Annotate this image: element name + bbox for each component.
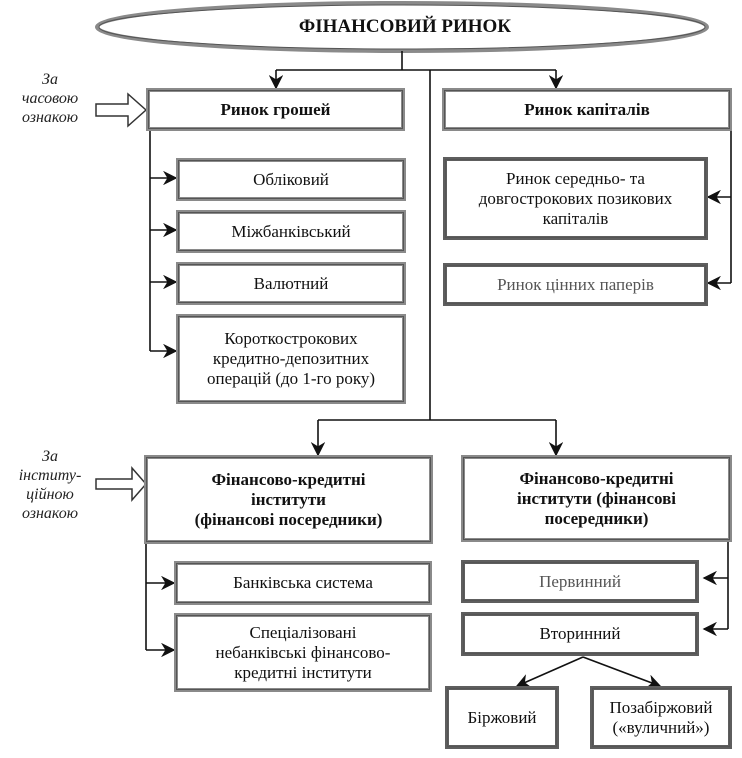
capital-child-securities: Ринок цінних паперів	[443, 263, 708, 306]
inst-left-child-nonbank: Спеціалізовані небанківські фінансово- к…	[174, 613, 432, 692]
money-child-currency: Валютний	[176, 262, 406, 305]
capital-child-loan-capital: Ринок середньо- та довгострокових позико…	[443, 157, 708, 240]
primary-market-box: Первинний	[461, 560, 699, 603]
root-title: ФІНАНСОВИЙ РИНОК	[298, 16, 512, 37]
time-criterion-arrow	[95, 92, 148, 128]
institutions-right-box: Фінансово-кредитні інститути (фінансові …	[461, 455, 732, 542]
money-child-short-term-credit: Короткострокових кредитно-депозитних опе…	[176, 314, 406, 404]
inst-left-child-banking: Банківська система	[174, 561, 432, 605]
side-label-by-institution: За інститу- ційною ознакою	[18, 448, 82, 522]
institution-criterion-arrow	[95, 466, 147, 502]
arrow-to-exchange	[515, 656, 584, 688]
money-child-interbank: Міжбанківський	[176, 210, 406, 253]
arrow-to-otc	[582, 656, 662, 689]
exchange-market-box: Біржовий	[445, 686, 559, 749]
otc-market-box: Позабіржовий («вуличний»)	[590, 686, 732, 749]
secondary-market-box: Вторинний	[461, 612, 699, 656]
side-label-by-time: За часовою ознакою	[21, 71, 79, 126]
money-market-box: Ринок грошей	[146, 88, 405, 131]
money-child-discount: Обліковий	[176, 158, 406, 201]
institutions-left-box: Фінансово-кредитні інститути (фінансові …	[144, 455, 433, 544]
capital-market-box: Ринок капіталів	[442, 88, 732, 131]
